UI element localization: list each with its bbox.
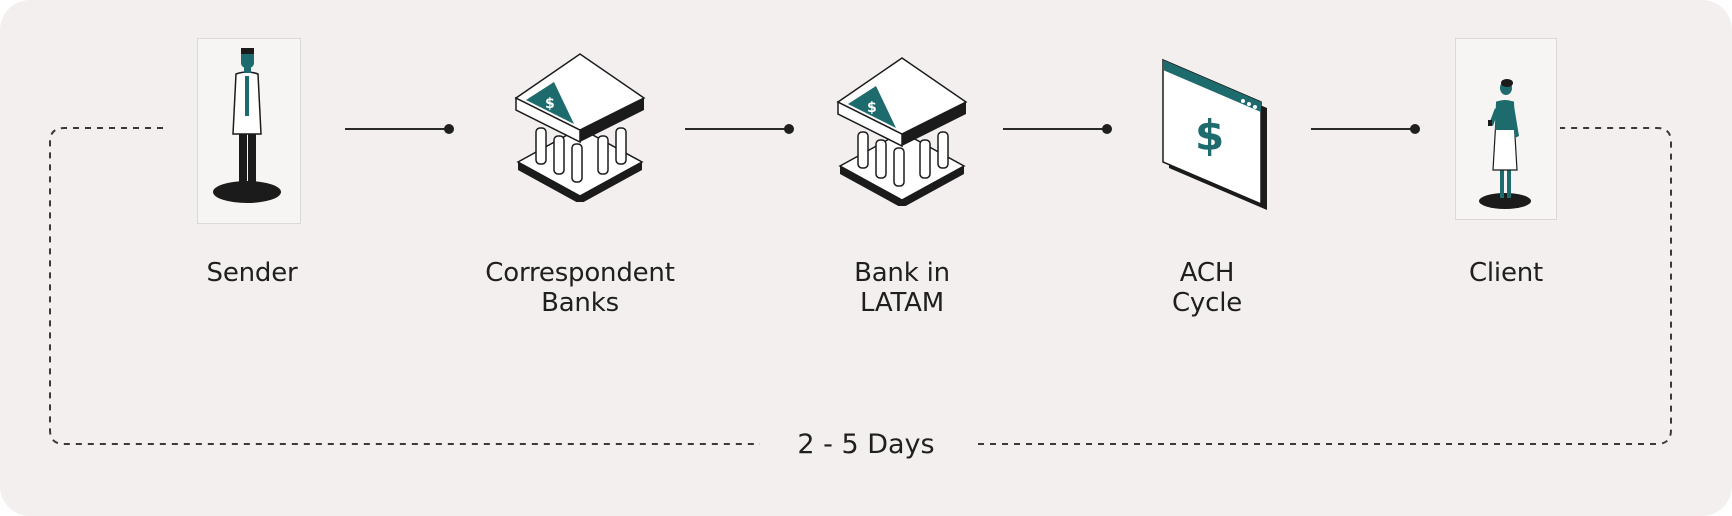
step-label: Client: [1468, 258, 1544, 288]
browser-dollar-icon: $: [1162, 58, 1267, 210]
svg-text:$: $: [545, 96, 555, 112]
connector-sender-correspondent: [345, 124, 454, 134]
businessman-icon: [197, 38, 301, 224]
duration-label: 2 - 5 Days: [760, 424, 972, 466]
bank-icon: $: [514, 53, 646, 202]
connector-correspondent-latam: [685, 124, 794, 134]
businesswoman-icon: [1455, 38, 1557, 220]
svg-text:$: $: [1195, 111, 1224, 160]
svg-text:$: $: [867, 100, 877, 116]
connector-latam-ach: [1003, 124, 1112, 134]
bank-icon: $: [836, 57, 968, 206]
connector-ach-client: [1311, 124, 1420, 134]
step-label: Sender: [206, 258, 298, 288]
